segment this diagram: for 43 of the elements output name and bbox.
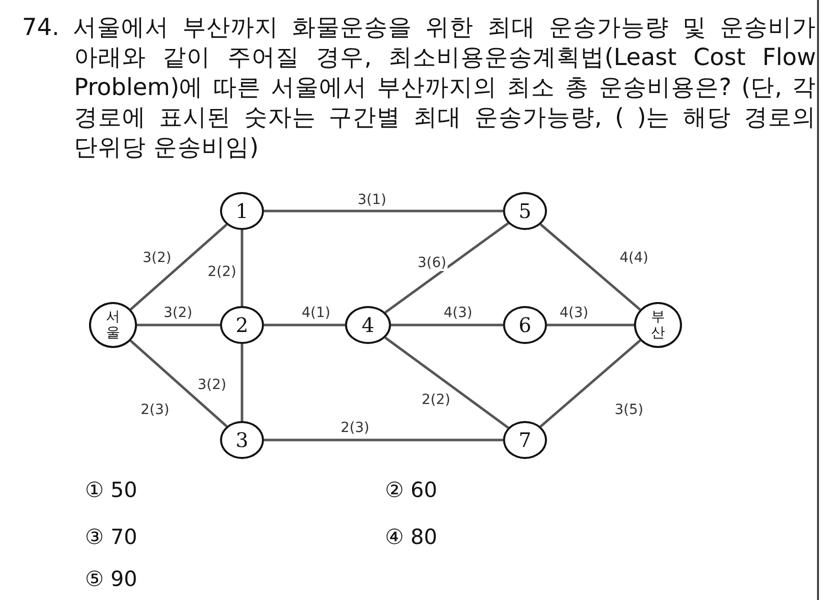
edge-line [137, 324, 220, 326]
edge-line [384, 336, 509, 429]
edge-label: 4(3) [442, 305, 474, 321]
edge-label: 2(2) [206, 264, 238, 280]
edge-label: 3(2) [196, 377, 228, 393]
edge-label: 2(3) [140, 402, 170, 418]
edge-label: 3(6) [416, 255, 448, 271]
edge-line [540, 339, 641, 428]
node-circle: 1 [220, 192, 264, 230]
answer-option: ⑤ 90 [85, 567, 138, 591]
node-circle: 6 [503, 306, 547, 344]
edge-line [540, 223, 641, 311]
edge-line [384, 222, 509, 314]
edge-label: 2(2) [420, 392, 452, 408]
node-circle: 4 [345, 306, 391, 344]
answer-option: ① 50 [85, 478, 138, 502]
node-circle: 서울 [89, 302, 137, 348]
edge-label: 3(2) [142, 250, 172, 266]
edge-line [264, 210, 503, 212]
answer-option: ③ 70 [85, 525, 138, 549]
edge-label: 4(1) [300, 305, 332, 321]
edge-label: 3(2) [162, 305, 194, 321]
edge-line [264, 438, 503, 442]
edge-line [130, 224, 228, 310]
edge-label: 4(4) [618, 250, 650, 266]
edge-label: 3(5) [614, 402, 644, 418]
edge-line [130, 340, 228, 428]
edge-line [240, 230, 244, 306]
answer-option: ④ 80 [385, 525, 438, 549]
edge-label: 3(1) [356, 192, 388, 208]
edge-line [391, 324, 503, 326]
node-circle: 부산 [634, 302, 682, 348]
answer-option: ② 60 [385, 478, 438, 502]
node-circle: 7 [503, 421, 547, 459]
edge-label: 4(3) [558, 305, 590, 321]
question-text: 74. 서울에서 부산까지 화물운송을 위한 최대 운송가능량 및 운송비가 아래와 같이 주어질 경우, 최소비용운송계획법(Least Cost Flow Problem)에 따른 서울에서 부산까지의 최소 총 운송비용은? (단, 각 경로에 표시된 숫자는 구간별 최대 운송가능량, ( )는 해당 경로의 단위당 운송비임) [22, 12, 816, 162]
node-circle: 2 [220, 306, 264, 344]
edge-line [240, 344, 244, 421]
edge-line [264, 324, 345, 326]
node-circle: 5 [503, 192, 547, 230]
edge-line [547, 324, 634, 326]
edge-label: 2(3) [340, 420, 370, 436]
node-circle: 3 [220, 421, 264, 459]
